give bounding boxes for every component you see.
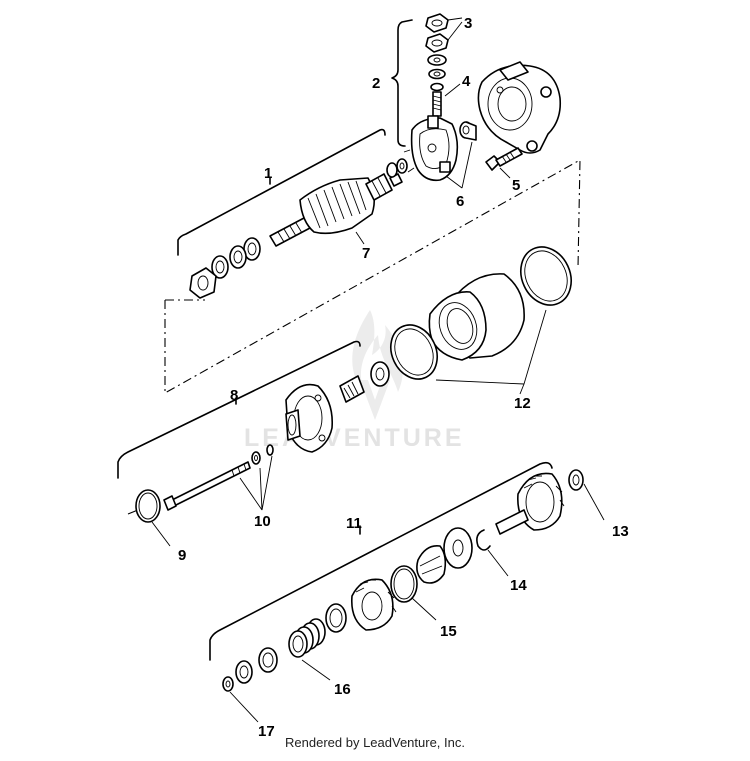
part-17-washer <box>222 676 234 692</box>
callout-10: 10 <box>254 513 271 530</box>
part-9-o-ring <box>135 489 161 523</box>
part-16-spring <box>235 618 326 684</box>
leader-15 <box>411 597 437 621</box>
callout-14: 14 <box>510 577 527 594</box>
leader-7 <box>355 231 365 245</box>
callout-6: 6 <box>456 193 464 210</box>
pinion-gear <box>325 578 397 633</box>
bracket-group-11 <box>209 461 553 661</box>
part-7-armature <box>269 173 403 247</box>
leader-9 <box>151 521 171 547</box>
end-housing <box>477 61 562 154</box>
callout-1: 1 <box>264 165 272 182</box>
leader-13 <box>583 483 605 521</box>
callout-8: 8 <box>230 387 238 404</box>
callout-9: 9 <box>178 547 186 564</box>
callout-5: 5 <box>512 177 520 194</box>
callout-15: 15 <box>440 623 457 640</box>
leader-10 <box>239 455 273 511</box>
callout-17: 17 <box>258 723 275 740</box>
callout-3: 3 <box>464 15 472 32</box>
leader-17 <box>229 691 259 723</box>
bracket-group-1 <box>177 128 386 256</box>
callout-2: 2 <box>372 75 380 92</box>
bracket-group-8 <box>117 340 361 479</box>
footer-credit: Rendered by LeadVenture, Inc. <box>285 735 465 750</box>
leader-14 <box>487 549 509 577</box>
part-13-clutch-gear <box>495 469 584 535</box>
callout-4: 4 <box>462 73 471 90</box>
part-10-bolts-washers <box>163 444 274 511</box>
leader-16 <box>301 659 331 681</box>
leader-12 <box>435 309 547 395</box>
callout-11: 11 <box>346 515 362 532</box>
leader-4 <box>444 83 461 97</box>
part-14-snap-ring <box>476 529 491 551</box>
armature-washers-front <box>189 237 261 299</box>
part-12-yoke-and-o-rings <box>390 246 572 380</box>
brush-holder-plate <box>403 115 459 182</box>
leader-5 <box>499 167 511 179</box>
part-5-through-bolt <box>485 147 523 171</box>
bracket-group-2 <box>391 19 413 147</box>
leader-6 <box>445 141 473 189</box>
callout-7: 7 <box>362 245 370 262</box>
leader-3 <box>447 17 463 41</box>
centerline-lower <box>127 509 139 515</box>
leader-group-1-enclosure <box>164 159 581 394</box>
pinion-washers <box>416 527 473 584</box>
drive-housing <box>285 361 390 453</box>
callout-12: 12 <box>514 395 531 412</box>
part-4-terminal-bolt <box>432 91 442 117</box>
callout-16: 16 <box>334 681 351 698</box>
armature-washers-rear <box>386 158 408 178</box>
part-6-bushing <box>459 121 477 141</box>
part-15-spring-ring <box>390 565 418 603</box>
callout-13: 13 <box>612 523 629 540</box>
part-3-nuts-washers <box>425 13 449 92</box>
